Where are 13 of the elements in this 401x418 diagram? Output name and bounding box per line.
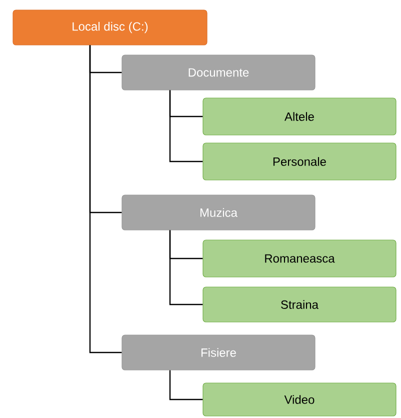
folder-box: Fisiere [122,334,316,370]
subfolder-box: Romaneasca [202,240,396,278]
connector-line [169,230,203,306]
drive-box: Local disc (C:) [12,10,208,46]
folder-box: Muzica [122,194,316,230]
connector-line [89,45,122,354]
subfolder-box: Straina [202,286,396,322]
subfolder-box: Video [202,382,396,416]
subfolder-box: Personale [202,142,396,180]
subfolder-box: Altele [202,98,396,136]
connector-line [169,90,203,162]
connector-line [169,370,203,400]
folder-box: Documente [122,54,316,90]
